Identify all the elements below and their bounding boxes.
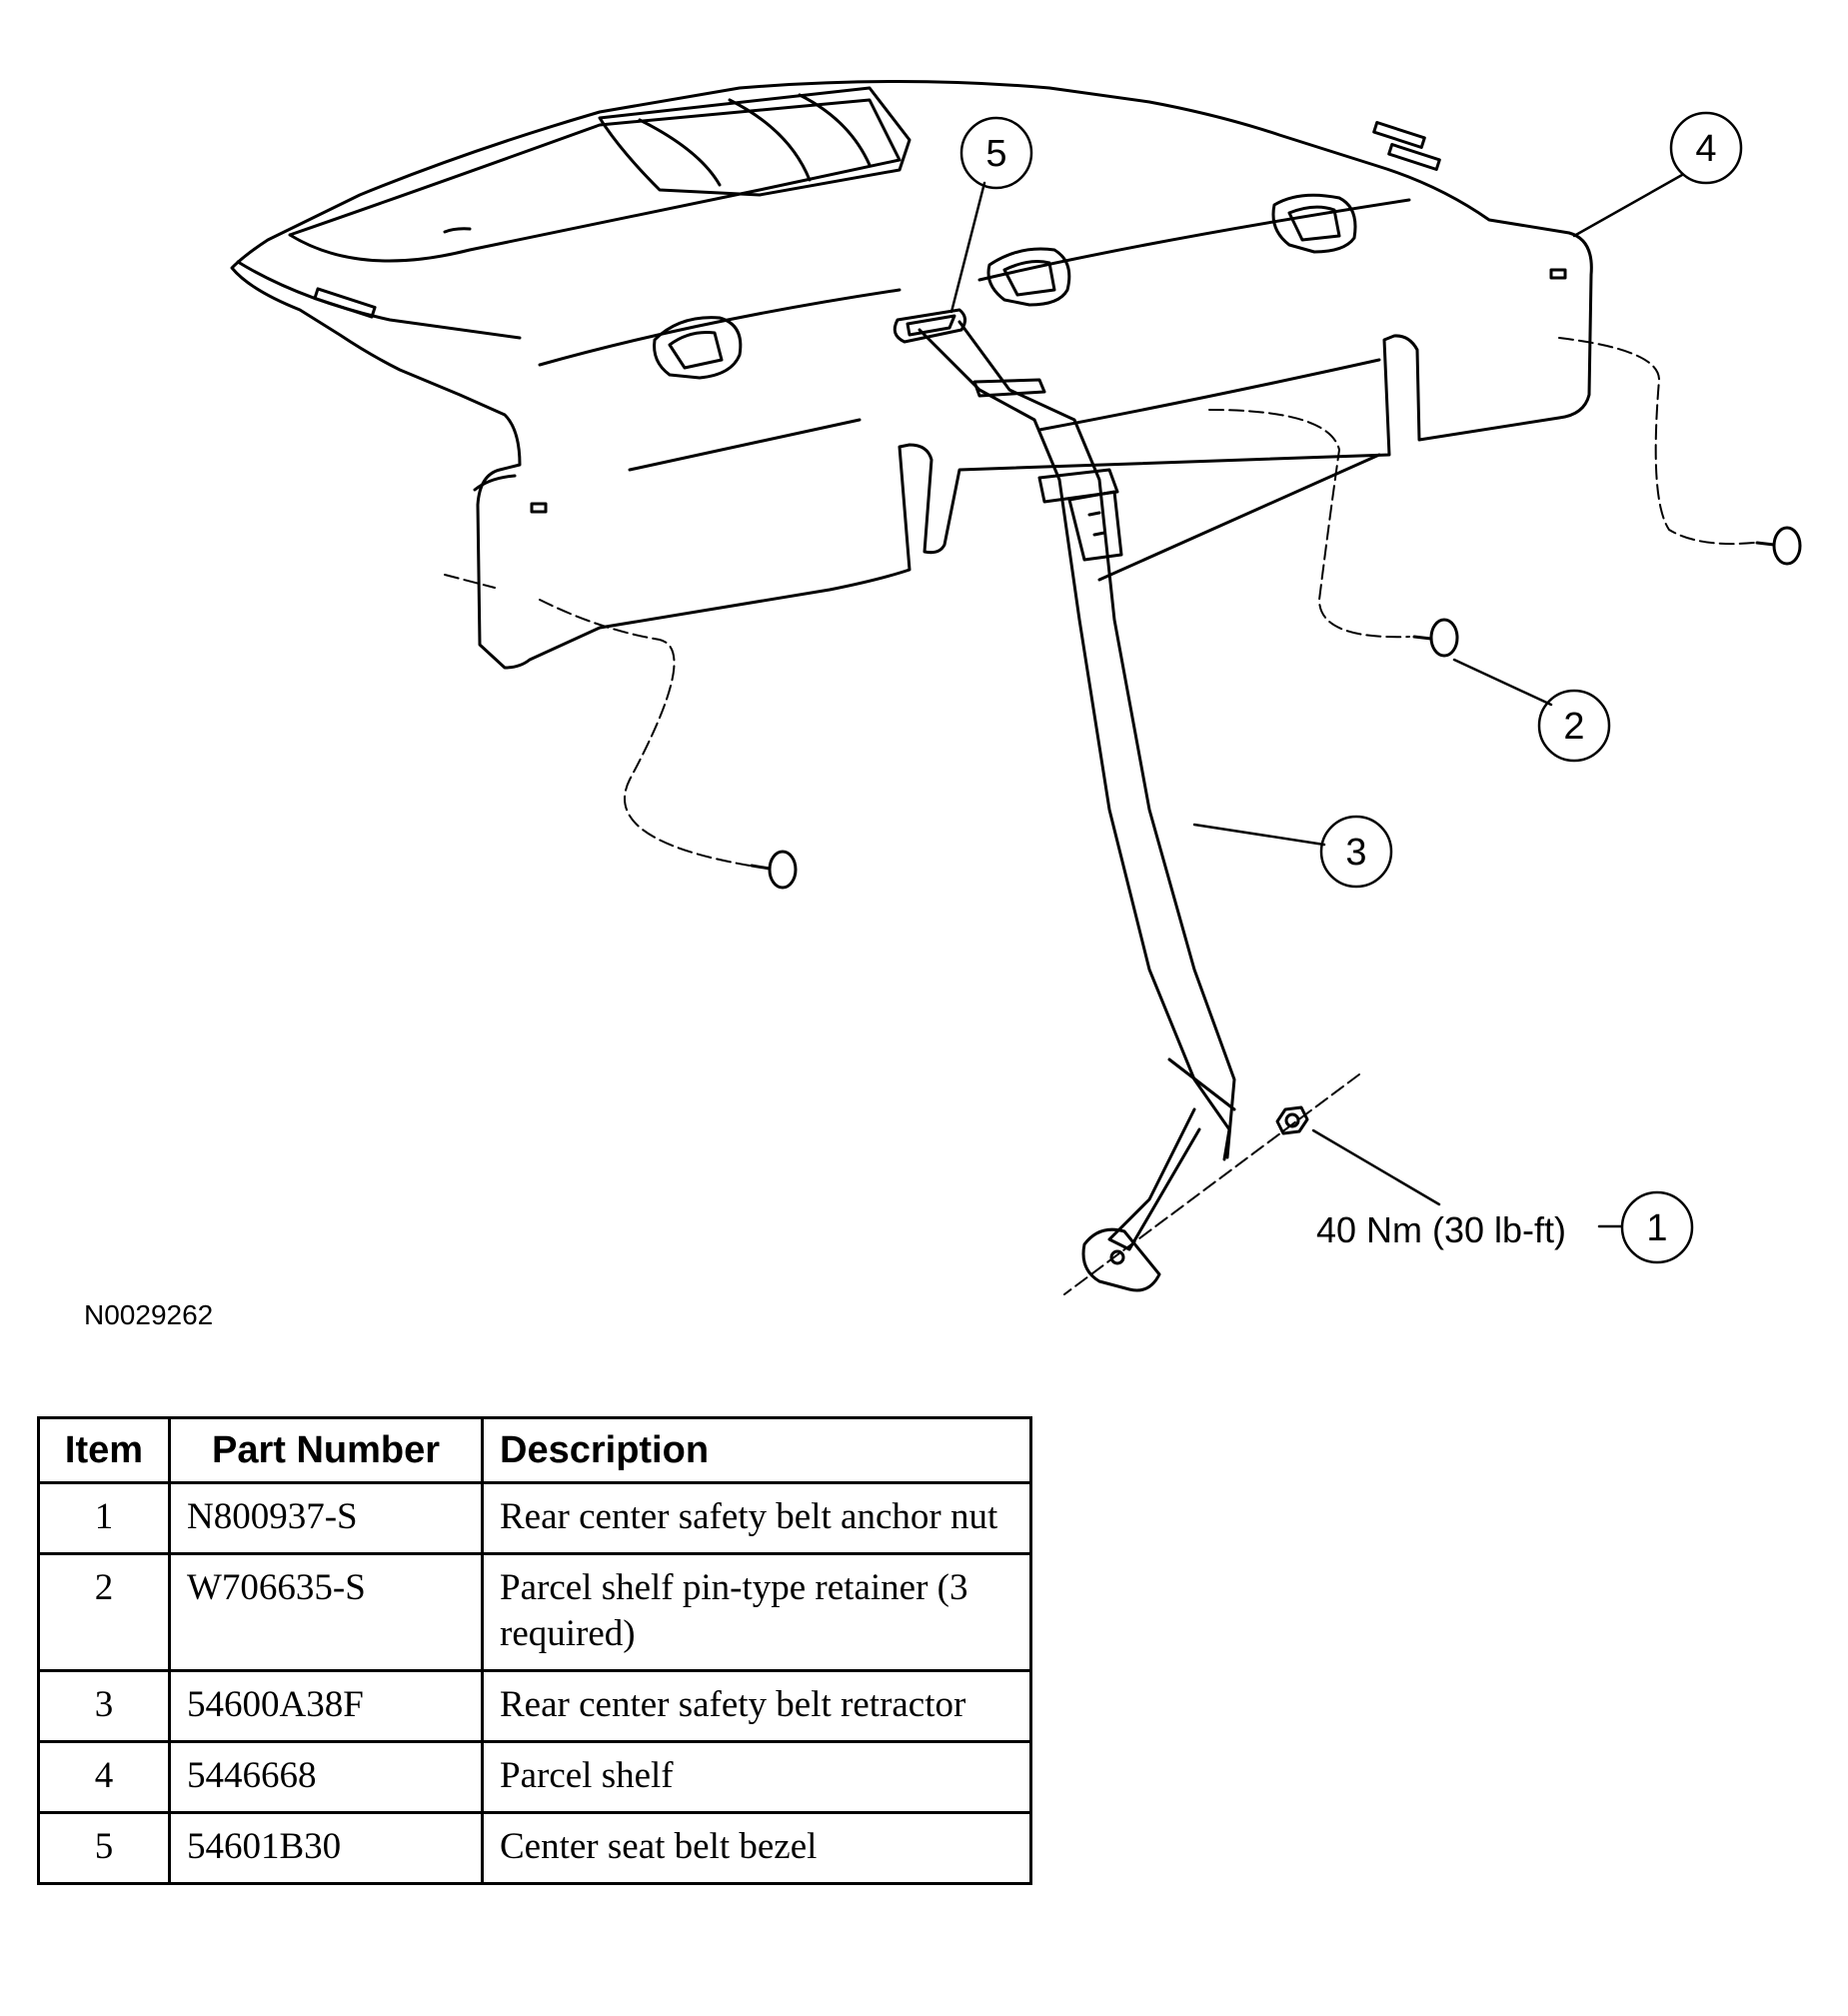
part-number: 54600A38F [168, 1669, 484, 1743]
item-number: 1 [37, 1481, 171, 1555]
parts-table-header-row: Item Part Number Description [37, 1416, 1032, 1484]
parcel-shelf [230, 80, 1593, 670]
exploded-view-diagram: 1 2 3 4 5 40 Nm (30 lb-ft) [230, 80, 1802, 1295]
part-number: W706635-S [168, 1552, 484, 1672]
callout-3: 3 [1345, 832, 1366, 874]
callout-circles [959, 111, 1743, 1264]
callout-4: 4 [1695, 128, 1716, 170]
part-description: Parcel shelf [481, 1740, 1032, 1814]
anchor-nut [1275, 1105, 1309, 1135]
header-part-number: Part Number [168, 1416, 484, 1484]
callout-1: 1 [1646, 1207, 1667, 1249]
table-row: 4 5446668 Parcel shelf [37, 1740, 1032, 1814]
item-number: 2 [37, 1552, 171, 1672]
leader-lines [949, 173, 1684, 1228]
part-number: 54601B30 [168, 1811, 484, 1885]
item-number: 3 [37, 1669, 171, 1743]
table-row: 5 54601B30 Center seat belt bezel [37, 1811, 1032, 1885]
part-description: Center seat belt bezel [481, 1811, 1032, 1885]
part-description: Rear center safety belt retractor [481, 1669, 1032, 1743]
pin-retainer-center [1412, 618, 1459, 658]
item-number: 4 [37, 1740, 171, 1814]
header-item: Item [37, 1416, 171, 1484]
table-row: 3 54600A38F Rear center safety belt retr… [37, 1669, 1032, 1743]
callout-5: 5 [985, 133, 1006, 175]
table-row: 1 N800937-S Rear center safety belt anch… [37, 1481, 1032, 1555]
callout-2: 2 [1563, 706, 1584, 748]
item-number: 5 [37, 1811, 171, 1885]
part-description: Parcel shelf pin-type retainer (3 requir… [481, 1552, 1032, 1672]
pin-retainer-left [750, 850, 798, 890]
safety-belt-retractor [918, 320, 1236, 1292]
table-row: 2 W706635-S Parcel shelf pin-type retain… [37, 1552, 1032, 1672]
installation-path-lines [444, 337, 1755, 1295]
pin-retainer-right [1755, 526, 1802, 566]
part-description: Rear center safety belt anchor nut [481, 1481, 1032, 1555]
diagram-reference-code: N0029262 [84, 1299, 214, 1330]
part-number: 5446668 [168, 1740, 484, 1814]
center-belt-bezel [893, 308, 966, 344]
parts-table: Item Part Number Description 1 N800937-S… [37, 1416, 1032, 1885]
header-description: Description [481, 1416, 1032, 1484]
torque-spec-label: 40 Nm (30 lb-ft) [1316, 1209, 1566, 1250]
part-number: N800937-S [168, 1481, 484, 1555]
